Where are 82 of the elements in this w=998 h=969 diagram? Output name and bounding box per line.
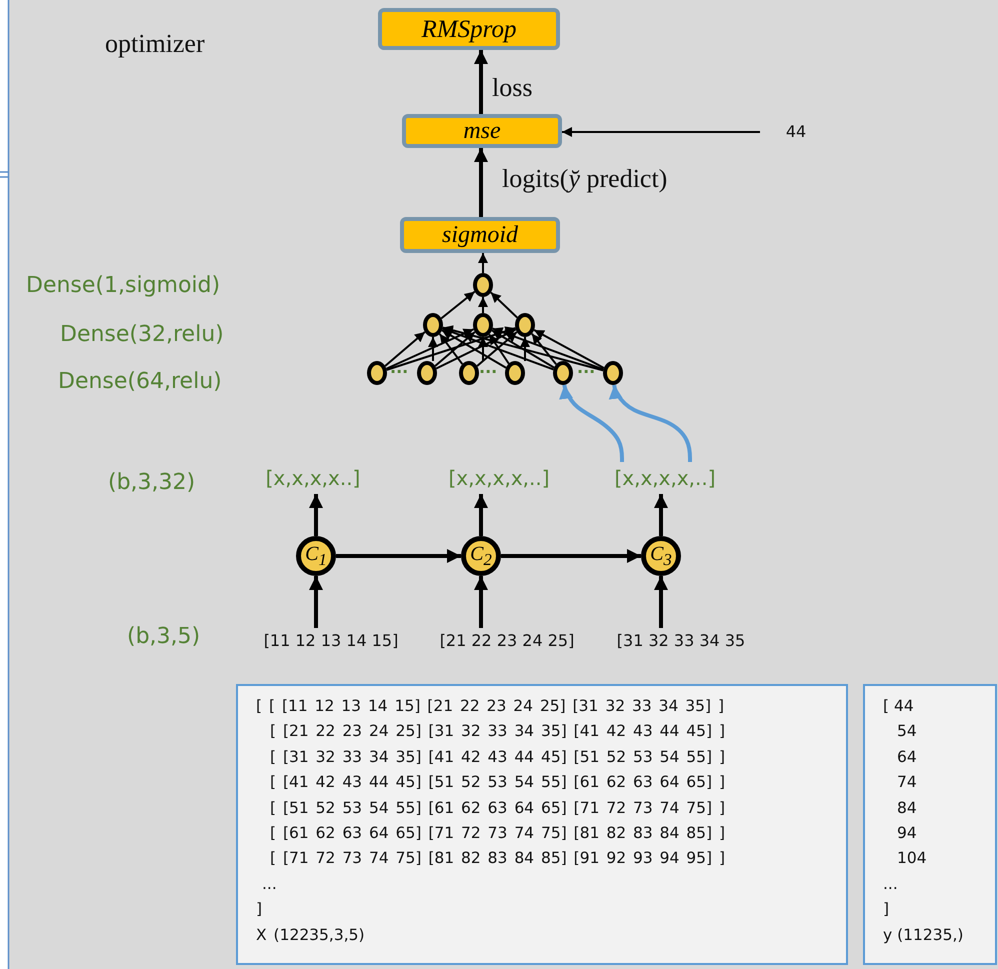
cell-label: C$_{2}$	[470, 544, 492, 568]
output-vector-text: [x,x,x,x,..]	[602, 462, 728, 494]
arrow	[474, 50, 488, 114]
input-vector-text: [21 22 23 24 25]	[424, 628, 590, 654]
data-row-text: ]	[256, 899, 262, 920]
arrow	[474, 576, 488, 628]
arrow	[520, 337, 530, 361]
arrow	[436, 328, 516, 370]
arrow	[476, 331, 518, 367]
layer-name: sigmoid	[442, 223, 518, 247]
shape-label: Dense(1,sigmoid)	[26, 273, 220, 300]
shape-label: Dense(32,relu)	[60, 322, 224, 348]
arrow	[531, 333, 557, 365]
ellipsis-text: ...	[577, 358, 596, 378]
arrow	[478, 297, 488, 313]
data-row-text: [ [21 22 23 24 25] [31 32 33 34 35] [41 42 43 44 45] ]	[269, 721, 726, 742]
arrow	[490, 292, 518, 318]
output-vector-text: [x,x,x,x..]	[252, 462, 374, 494]
data-row-text: ]	[883, 899, 890, 920]
arrow	[654, 576, 668, 628]
skip-connection-arrow	[608, 384, 692, 462]
arrow	[478, 337, 488, 361]
section-label: optimizer	[105, 28, 205, 60]
data-row-text: ...	[261, 874, 277, 895]
arrow	[386, 328, 474, 370]
layer-box	[400, 217, 560, 253]
data-row-text: [ [ [11 12 13 14 15] [21 22 23 24 25] [31 32 33 34 35] ]	[256, 696, 724, 717]
cell-label: C$_{3}$	[650, 544, 672, 568]
target-value: 44	[776, 118, 816, 146]
arrow	[438, 333, 464, 365]
arrow	[386, 326, 516, 371]
layer-name: RMSprop	[422, 16, 516, 42]
data-row-text: 104	[896, 848, 927, 870]
arrow	[309, 576, 323, 628]
arrow	[654, 494, 668, 536]
arrow	[384, 331, 426, 367]
arrow	[441, 329, 507, 369]
data-panel	[236, 684, 848, 965]
data-row-text: [ 44	[883, 696, 914, 717]
arrow	[309, 494, 323, 536]
layer-box	[378, 8, 560, 50]
data-row-text: y (11235,)	[883, 924, 964, 946]
input-vector-text: [31 32 33 34 35	[600, 628, 762, 654]
data-row-text: [ [61 62 63 64 65] [71 72 73 74 75] [81 82 83 84 85] ]	[269, 823, 726, 844]
ellipsis-text: ...	[390, 358, 408, 378]
output-vector-text: [x,x,x,x,..]	[437, 462, 561, 494]
arrow	[474, 148, 488, 217]
shape-label: (b,3,5)	[127, 624, 200, 650]
data-row-text: ...	[883, 874, 898, 895]
data-row-text: 64	[896, 746, 917, 768]
arrow	[442, 325, 604, 372]
data-row-text: [ [41 42 43 44 45] [51 52 53 54 55] [61 62 63 64 65] ]	[269, 772, 726, 794]
cell-label: C$_{1}$	[305, 544, 327, 568]
data-panel	[863, 684, 997, 965]
data-row-text: 74	[896, 772, 917, 794]
data-row-text: [ [31 32 33 34 35] [41 42 43 44 45] [51 52 53 54 55] ]	[269, 746, 726, 768]
arrow	[562, 127, 760, 137]
arrow	[474, 494, 488, 536]
data-row-text: 84	[896, 798, 917, 819]
arrow	[428, 337, 438, 361]
data-row-text: [ [51 52 53 54 55] [61 62 63 64 65] [71 72 73 74 75] ]	[269, 798, 726, 819]
shape-label: (b,3,32)	[108, 470, 196, 496]
arrow	[534, 329, 604, 369]
data-row-text: 94	[896, 823, 917, 844]
skip-connection-arrow	[559, 384, 624, 462]
arrow	[492, 327, 604, 370]
arrow	[336, 549, 461, 563]
layer-name: mse	[463, 119, 501, 143]
arrow	[488, 334, 510, 364]
shape-label: Dense(64,relu)	[58, 369, 222, 396]
data-row-text: X (12235,3,5)	[256, 924, 365, 946]
arrow	[491, 330, 555, 368]
ellipsis-text: ...	[479, 358, 498, 378]
arrow	[440, 290, 476, 320]
input-vector-text: [11 12 13 14 15]	[246, 628, 416, 654]
layer-box	[402, 114, 562, 148]
arrow	[442, 327, 554, 370]
data-row-text: 54	[896, 721, 917, 742]
arrow	[478, 253, 488, 273]
data-row-text: [ [71 72 73 74 75] [81 82 83 84 85] [91 92 93 94 95] ]	[269, 848, 726, 870]
arrow	[434, 331, 476, 367]
arrow	[501, 549, 641, 563]
